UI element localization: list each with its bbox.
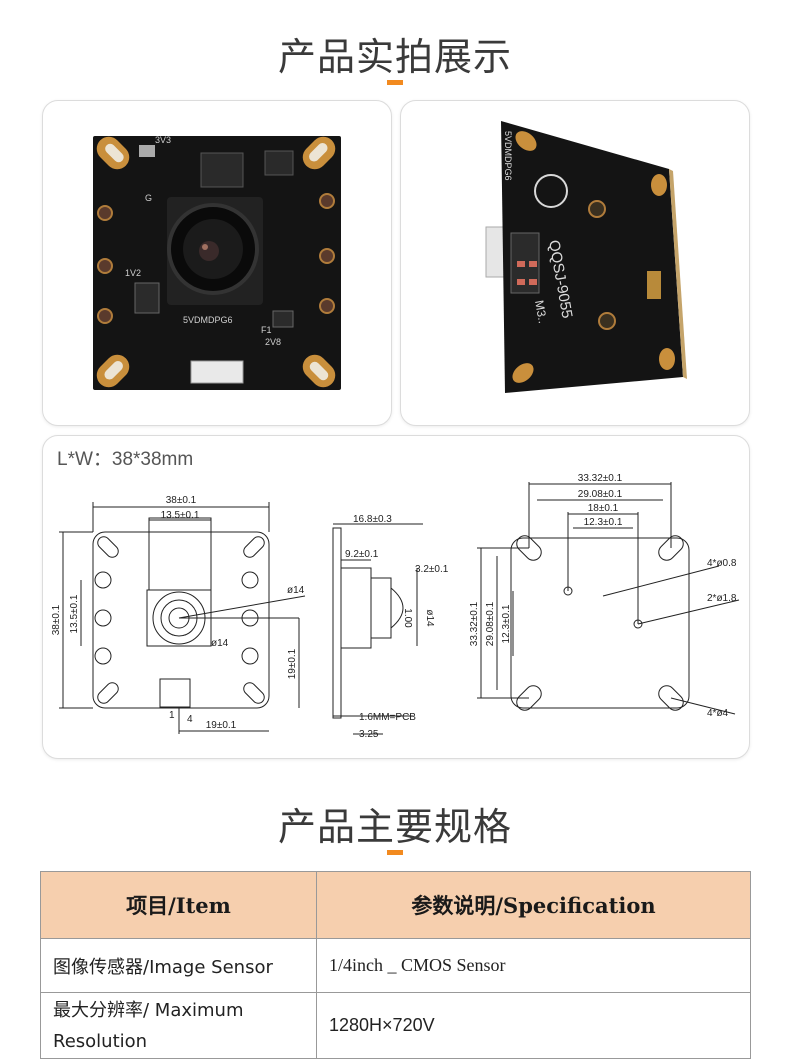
dim-back-w1: 33.32±0.1 <box>578 473 623 484</box>
pcb-front-image: 3V3 G 1V2 5VDMDPG6 2V8 F1 <box>93 135 341 390</box>
dim-depth: 16.8±0.3 <box>353 514 392 525</box>
dim-side-lens-dia: ø14 <box>424 609 435 627</box>
dim-barrel: 3.2±0.1 <box>415 564 449 575</box>
silk-3v3: 3V3 <box>155 135 171 145</box>
dim-lens-offset-v: 19±0.1 <box>287 648 298 679</box>
silk-2v8: 2V8 <box>265 337 281 347</box>
dimension-drawing: 38±0.1 13.5±0.1 38±0.1 13.5±0.1 ø14 ø14 … <box>51 473 740 740</box>
dim-hole-big: 4*ø4 <box>707 708 729 719</box>
dim-hole-small: 4*ø0.8 <box>707 558 737 569</box>
spec-table: 项目/Item 参数说明/Specification 图像传感器/Image S… <box>40 871 751 1059</box>
dim-back-h1: 33.32±0.1 <box>469 601 480 646</box>
dim-back-w4: 12.3±0.1 <box>584 517 623 528</box>
row-param: 最大分辨率/ Maximum Resolution <box>40 992 317 1059</box>
dim-hole-mid: 2*ø1.8 <box>707 593 737 604</box>
dim-back-h3: 12.3±0.1 <box>501 604 512 643</box>
dimensions-label: L*W：38*38mm <box>57 449 194 470</box>
dim-height: 38±0.1 <box>51 604 62 635</box>
title-accent-bar <box>387 80 403 85</box>
dim-lens-dia-b: ø14 <box>211 638 229 649</box>
row-value: 1/4inch _ CMOS Sensor <box>316 938 751 993</box>
row-value: 1280H×720V <box>316 992 751 1059</box>
header-item: 项目/Item <box>40 871 317 939</box>
dim-lens-len: 1.00 <box>402 608 413 628</box>
dim-pin1: 1 <box>169 710 175 721</box>
row-param: 图像传感器/Image Sensor <box>40 938 317 993</box>
section-title-specs: 产品主要规格 <box>277 805 512 849</box>
product-photo-front: 3V3 G 1V2 5VDMDPG6 2V8 F1 <box>42 100 392 426</box>
dim-lens-dia-a: ø14 <box>287 585 305 596</box>
dim-lens-height: 13.5±0.1 <box>69 594 80 633</box>
title-accent-bar-2 <box>387 850 403 855</box>
silk-code-side: 5VDMDPG6 <box>503 131 513 181</box>
dim-base: 3.25 <box>359 729 379 740</box>
pcb-back-image: QQSJ-9055 M3.. 5VDMDPG6 <box>485 121 687 393</box>
header-spec: 参数说明/Specification <box>316 871 751 939</box>
silk-g: G <box>145 193 152 203</box>
silk-f1: F1 <box>261 325 272 335</box>
table-row: 图像传感器/Image Sensor 1/4inch _ CMOS Sensor <box>40 938 751 993</box>
dim-back-h2: 29.08±0.1 <box>485 601 496 646</box>
dim-back-w3: 18±0.1 <box>588 503 619 514</box>
table-row: 最大分辨率/ Maximum Resolution 1280H×720V <box>40 992 751 1059</box>
spec-table-header: 项目/Item 参数说明/Specification <box>40 871 751 939</box>
silk-sub: M3.. <box>532 299 550 324</box>
dim-lens-depth: 9.2±0.1 <box>345 549 379 560</box>
silk-code: 5VDMDPG6 <box>183 315 233 325</box>
dim-lens-offset-h: 19±0.1 <box>206 720 237 731</box>
dimension-drawing-card: L*W：38*38mm <box>42 435 750 759</box>
dim-pin4: 4 <box>187 714 193 725</box>
dim-width: 38±0.1 <box>166 495 197 506</box>
dim-back-w2: 29.08±0.1 <box>578 489 623 500</box>
product-photo-back: QQSJ-9055 M3.. 5VDMDPG6 <box>400 100 750 426</box>
dim-lens-width: 13.5±0.1 <box>161 510 200 521</box>
section-title-photos: 产品实拍展示 <box>277 35 512 79</box>
dim-pcb: 1.6MM=PCB <box>359 712 416 723</box>
silk-1v2: 1V2 <box>125 268 141 278</box>
